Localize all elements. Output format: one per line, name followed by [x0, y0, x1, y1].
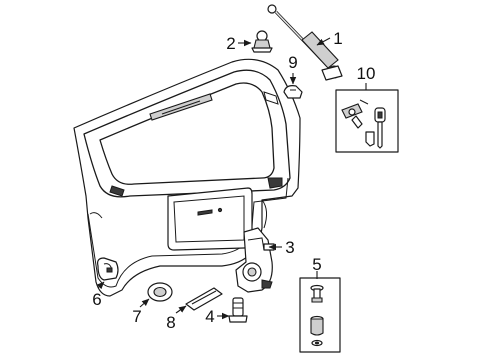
part-10-lock-key-kit	[335, 89, 399, 153]
part-9-bumper	[283, 85, 303, 99]
part-4-bolt	[228, 297, 248, 323]
callout-5: 5	[312, 255, 321, 274]
part-3-latch-assembly	[235, 227, 275, 293]
part-6-cap	[97, 257, 119, 281]
liftgate-panel	[73, 58, 301, 297]
part-5-striker-kit	[299, 277, 341, 353]
callout-6: 6	[92, 290, 101, 309]
callout-1: 1	[333, 29, 342, 48]
leader-6	[96, 281, 105, 290]
leader-1	[316, 37, 331, 46]
part-1-support-strut	[267, 4, 343, 81]
callout-3: 3	[285, 238, 294, 257]
part-2-ball-stud	[251, 30, 273, 53]
callout-10: 10	[357, 64, 376, 83]
part-8-pad	[185, 287, 223, 311]
callout-2: 2	[226, 34, 235, 53]
leader-8	[175, 305, 187, 314]
callout-4: 4	[205, 307, 214, 326]
callout-9: 9	[288, 53, 297, 72]
leader-lines	[96, 37, 367, 320]
callout-labels: 1 2 3 4 5 6 7 8 9 10	[92, 29, 375, 332]
part-7-grommet	[147, 282, 173, 302]
callout-7: 7	[132, 307, 141, 326]
callout-8: 8	[166, 313, 175, 332]
leader-7	[139, 298, 150, 308]
